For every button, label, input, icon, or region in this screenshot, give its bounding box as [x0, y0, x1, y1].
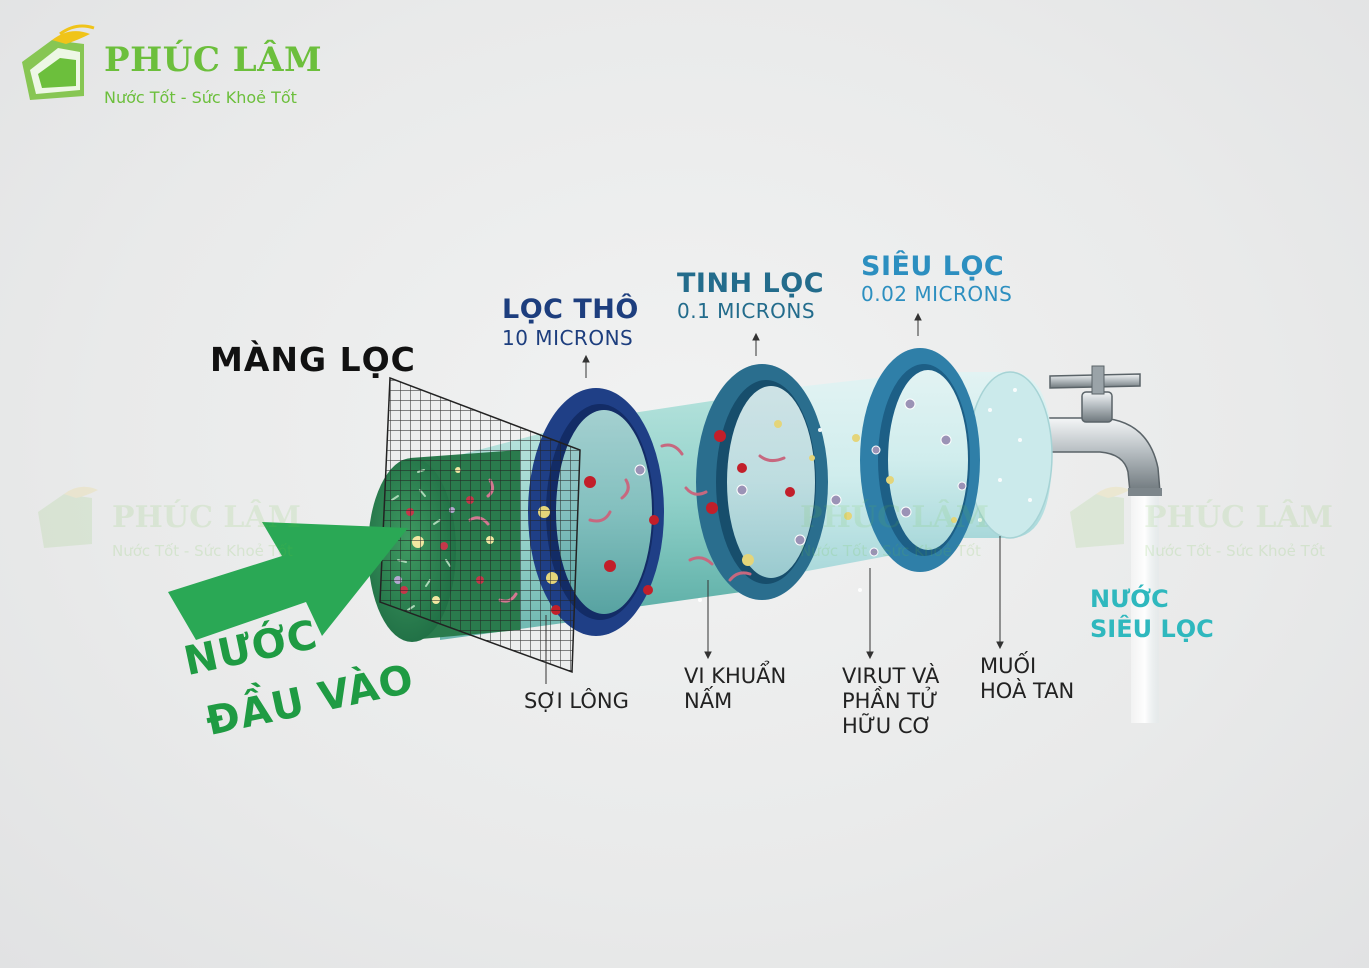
stage-fine-sub: 0.1 MICRONS — [677, 299, 816, 323]
label-salt-line2: HOÀ TAN — [980, 679, 1075, 703]
label-bacteria-line2: NẤM — [684, 689, 733, 713]
watermark-name: PHÚC LÂM — [112, 500, 301, 535]
particles — [538, 388, 1032, 615]
faucet-icon — [1039, 365, 1162, 723]
filter-ring-2 — [696, 364, 828, 600]
label-bacteria-line1: VI KHUẨN — [684, 664, 787, 688]
filter-ring-3 — [860, 348, 980, 572]
label-virus-line1: VIRUT VÀ — [842, 664, 940, 688]
stage-fine-title: TINH LỌC — [677, 268, 825, 299]
watermark-slogan: Nước Tốt - Sức Khoẻ Tốt — [112, 542, 293, 560]
membrane-heading: MÀNG LỌC — [210, 340, 416, 379]
stage-ultra-title: SIÊU LỌC — [861, 251, 1005, 282]
output-water-line1: NƯỚC — [1090, 585, 1169, 613]
watermark-slogan: Nước Tốt - Sức Khoẻ Tốt — [800, 542, 981, 560]
label-salt-line1: MUỐI — [980, 654, 1037, 678]
watermark-name: PHÚC LÂM — [1144, 500, 1333, 535]
stage-ultra-sub: 0.02 MICRONS — [861, 282, 1013, 306]
pointer-lines — [545, 312, 1004, 684]
label-virus-line3: HỮU CƠ — [842, 714, 932, 738]
stage-coarse-sub: 10 MICRONS — [502, 326, 634, 350]
brand-name: PHÚC LÂM — [104, 40, 323, 80]
brand-slogan: Nước Tốt - Sức Khoẻ Tốt — [104, 88, 297, 107]
label-virus-line2: PHẦN TỬ — [842, 689, 939, 713]
output-water-line2: SIÊU LỌC — [1090, 615, 1214, 643]
watermark-slogan: Nước Tốt - Sức Khoẻ Tốt — [1144, 542, 1325, 560]
house-leaf-icon — [22, 24, 95, 100]
arrow-right-icon — [168, 522, 408, 640]
watermark-name: PHÚC LÂM — [800, 500, 989, 535]
label-fiber: SỢI LÔNG — [524, 689, 629, 713]
stage-coarse-title: LỌC THÔ — [502, 294, 639, 325]
